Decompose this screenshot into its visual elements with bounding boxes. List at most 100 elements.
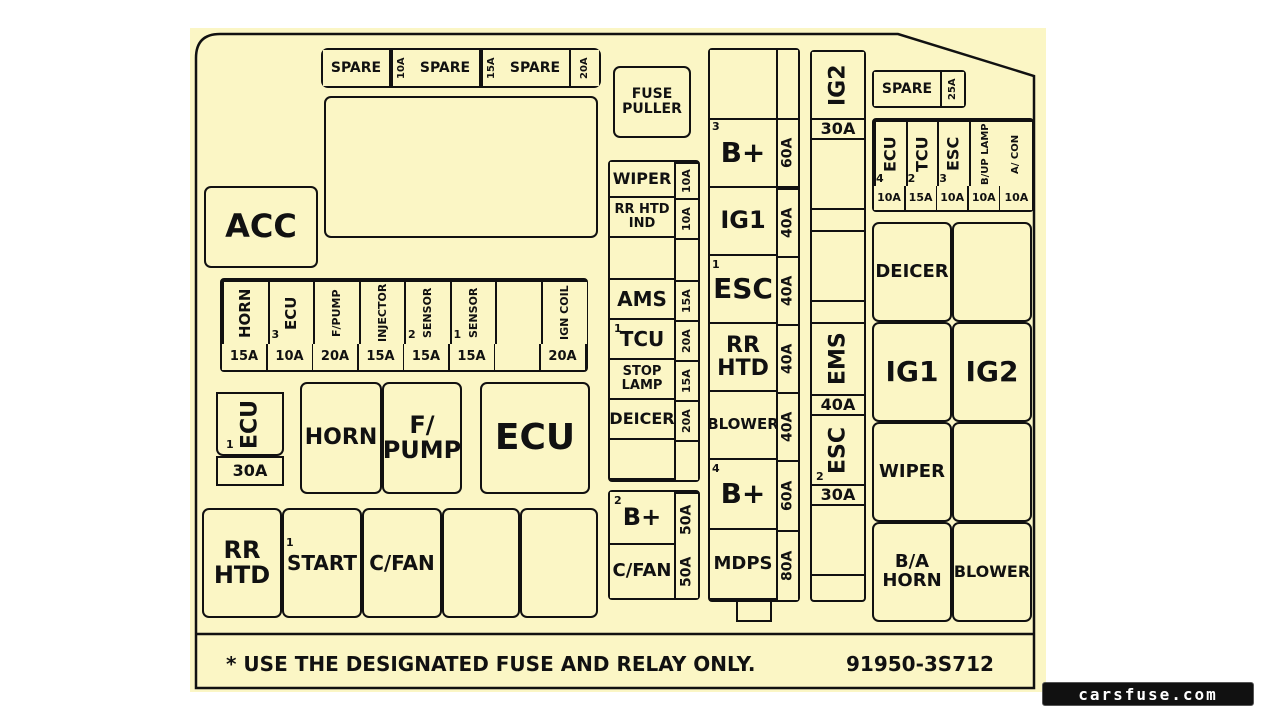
- empty-relay-slot-2: [520, 508, 598, 618]
- mini-fuse-5-number: 2: [408, 328, 416, 341]
- right-mini-fuse-1-amp: 10A: [874, 186, 906, 210]
- right-mini-fuse-3-number: 3: [939, 172, 947, 185]
- blank-compartment: [324, 96, 598, 238]
- maxi-fuse-2-ig1: IG1: [710, 188, 778, 256]
- center-fuse-2-amp: 10A: [676, 198, 698, 238]
- ecu-main-relay: ECU: [480, 382, 590, 494]
- maxi-fuse-6-amp: 60A: [778, 460, 798, 530]
- deicer-relay: DEICER: [872, 222, 952, 322]
- narrow-blank-4: [812, 302, 864, 324]
- fuel-pump-relay: F/ PUMP: [382, 382, 462, 494]
- wiper-relay: WIPER: [872, 422, 952, 522]
- mini-fuse-6-amp: 15A: [449, 344, 496, 370]
- mini-fuse-2-number: 3: [271, 328, 280, 341]
- center-fuse-4-amp: 15A: [676, 280, 698, 320]
- maxi-fuse-5-amp: 40A: [778, 392, 798, 460]
- esc-fuse-number: 2: [816, 470, 824, 483]
- empty-right-relay-1: [952, 222, 1032, 322]
- maxi-fuse-5-blower: BLOWER: [707, 392, 779, 460]
- ems-fuse-amp: 40A: [812, 394, 864, 416]
- center-bottom-fuse-1-amp: 50A: [676, 492, 698, 545]
- maxi-fuse-7-mdps: MDPS: [710, 530, 778, 600]
- center-bottom-fuse-2: C/FAN: [610, 545, 676, 598]
- center-fuse-2-rr-htd-ind: RR HTD IND: [610, 198, 676, 238]
- narrow-blank-5: [812, 506, 864, 576]
- ig2-fuse-amp: 30A: [812, 118, 864, 140]
- center-fuse-5-number: 1: [614, 322, 622, 335]
- mini-fuse-8-amp: 20A: [540, 344, 587, 370]
- spare-fuse-1-amp: 10A: [391, 50, 411, 86]
- center-fuse-8-amp: [676, 440, 698, 480]
- maxi-fuse-6-number: 4: [712, 462, 720, 475]
- ems-fuse-label: EMS: [812, 324, 864, 394]
- center-fuse-1-wiper: WIPER: [610, 162, 676, 198]
- maxi-fuse-1-number: 3: [712, 120, 720, 133]
- ig2-relay: IG2: [952, 322, 1032, 422]
- maxi-fuse-4-rr-htd: RR HTD: [710, 324, 778, 392]
- fuse-box-diagram: SPARE 10A SPARE 15A SPARE 20A FUSE PULLE…: [190, 28, 1046, 692]
- ig2-fuse-label: IG2: [812, 52, 864, 118]
- maxi-fuse-3-number: 1: [712, 258, 720, 271]
- center-fuse-3-amp: [676, 238, 698, 280]
- center-fuse-6-stop-lamp: STOP LAMP: [610, 360, 676, 400]
- center-fuse-3-empty: [610, 238, 676, 280]
- right-mini-fuse-2-amp: 15A: [905, 186, 938, 210]
- right-mini-fuse-4-amp: 10A: [968, 186, 1001, 210]
- spare-fuse-2-amp: 15A: [481, 50, 501, 86]
- blower-relay: BLOWER: [952, 522, 1032, 622]
- mini-fuse-7-empty: [495, 280, 541, 344]
- maxi-connector-tab: [736, 600, 772, 622]
- center-fuse-7-amp: 20A: [676, 400, 698, 440]
- maxi-fuse-3-esc: ESC: [710, 256, 778, 324]
- mini-fuse-5-amp: 15A: [404, 344, 450, 370]
- narrow-blank-2: [812, 210, 864, 232]
- maxi-top-blank: [710, 50, 778, 118]
- rear-heater-relay: RR HTD: [202, 508, 282, 618]
- center-fuse-7-deicer: DEICER: [609, 400, 676, 440]
- maxi-fuse-7-amp: 80A: [778, 530, 798, 600]
- right-spare-fuse-label: SPARE: [874, 72, 942, 106]
- start-relay-number: 1: [286, 536, 294, 549]
- ig1-relay: IG1: [872, 322, 952, 422]
- mini-fuse-2-amp: 10A: [267, 344, 314, 370]
- mini-fuse-4-amp: 15A: [358, 344, 405, 370]
- narrow-blank-1: [812, 140, 864, 210]
- notice-bar: * USE THE DESIGNATED FUSE AND RELAY ONLY…: [190, 636, 1046, 692]
- right-mini-fuse-4-b-up-lamp: B/UP LAMP: [968, 120, 1001, 186]
- start-relay: START: [282, 508, 362, 618]
- center-fuse-1-amp: 10A: [676, 162, 698, 198]
- center-bottom-fuse-1-number: 2: [614, 494, 622, 507]
- center-fuse-4-ams: AMS: [610, 280, 676, 320]
- right-spare-fuse-amp: 25A: [942, 72, 964, 106]
- watermark-logo: carsfuse.com: [1042, 682, 1254, 706]
- spare-fuse-1-label: SPARE: [323, 50, 391, 86]
- fuse-puller-slot: FUSE PULLER: [613, 66, 691, 138]
- empty-relay-slot-1: [442, 508, 520, 618]
- center-fuse-5-amp: 20A: [676, 320, 698, 360]
- cooling-fan-relay: C/FAN: [362, 508, 442, 618]
- maxi-fuse-1-b-: B+: [710, 118, 778, 188]
- spare-fuse-2-label: SPARE: [411, 50, 481, 86]
- spare-fuse-3-label: SPARE: [501, 50, 571, 86]
- mini-fuse-4-injector: INJECTOR: [358, 280, 405, 344]
- right-mini-fuse-5-a-con: A/ CON: [1000, 120, 1033, 186]
- burglar-alarm-horn-relay: B/A HORN: [872, 522, 952, 622]
- maxi-fuse-4-amp: 40A: [778, 324, 798, 392]
- mini-fuse-3-f-pump: F/PUMP: [313, 280, 359, 344]
- right-mini-fuse-3-amp: 10A: [937, 186, 970, 210]
- maxi-fuse-3-amp: 40A: [778, 256, 798, 324]
- horn-relay: HORN: [300, 382, 382, 494]
- maxi-top-blank-amp: [778, 50, 798, 118]
- mini-fuse-1-horn: HORN: [222, 280, 268, 344]
- mini-fuse-7-amp: [495, 344, 541, 370]
- right-mini-fuse-2-number: 2: [907, 172, 916, 185]
- center-bottom-fuse-2-amp: 50A: [676, 545, 698, 598]
- maxi-fuse-1-amp: 60A: [778, 118, 798, 188]
- spare-fuse-3-amp: 20A: [571, 50, 599, 86]
- right-mini-fuse-1-number: 4: [876, 172, 884, 185]
- empty-right-relay-2: [952, 422, 1032, 522]
- center-bottom-fuse-1: B+: [610, 492, 676, 545]
- center-fuse-8-empty: [610, 440, 676, 480]
- ecu-small-relay-number: 1: [226, 438, 234, 451]
- acc-relay: ACC: [204, 186, 318, 268]
